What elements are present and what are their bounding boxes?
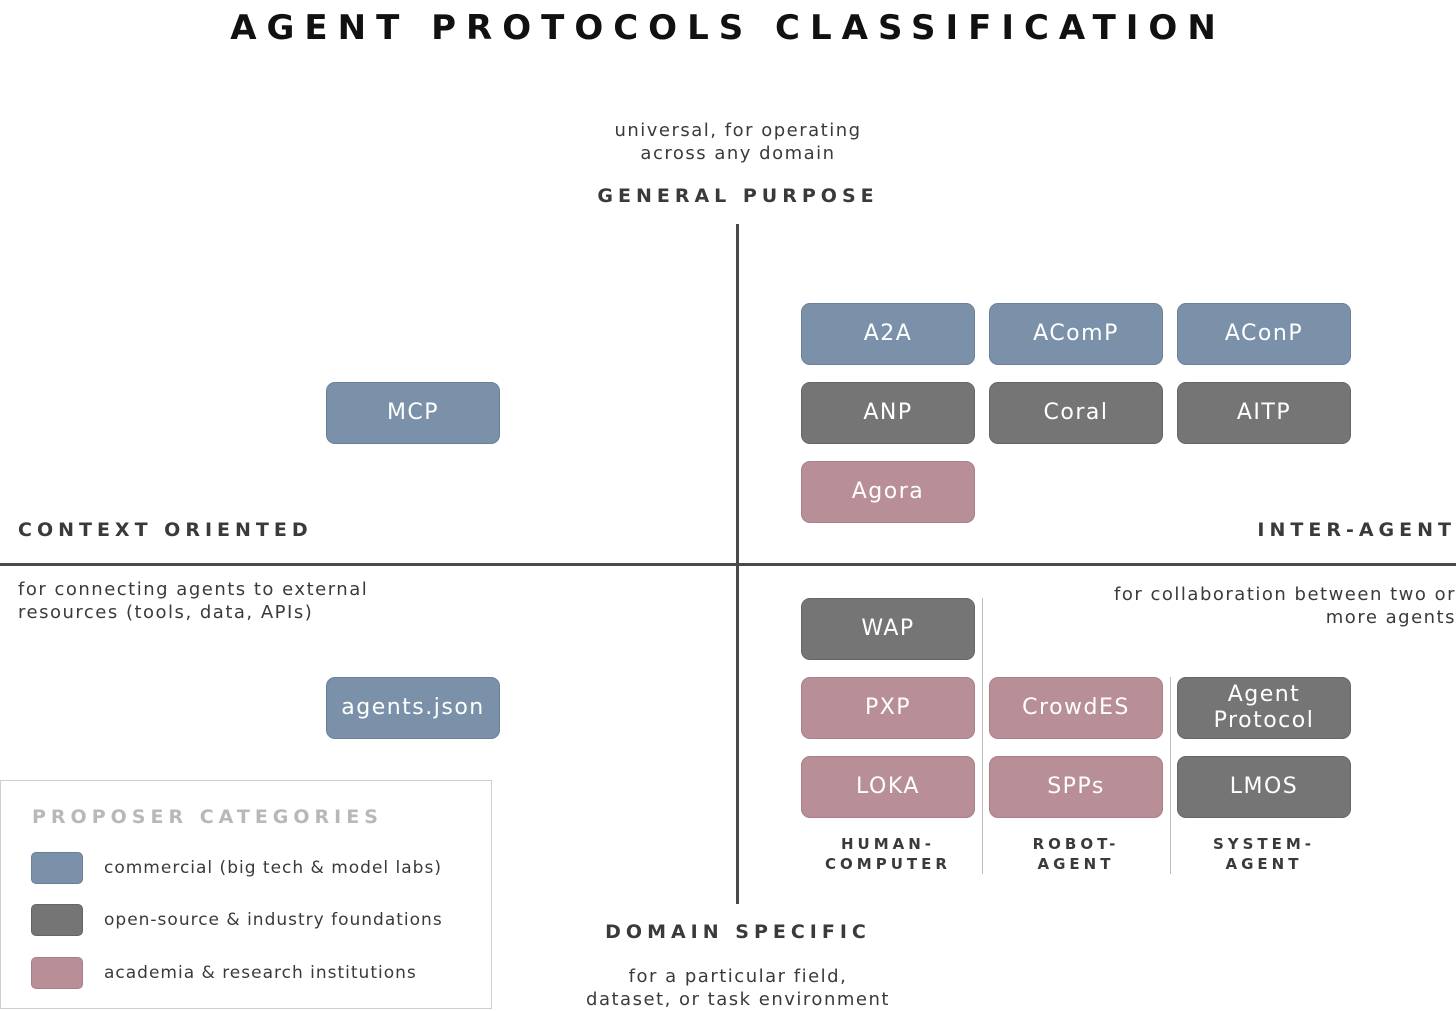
column-separator xyxy=(1170,677,1171,874)
robot-agent-line2: AGENT xyxy=(1037,855,1115,873)
domain-specific-desc-line1: for a particular field, xyxy=(628,966,848,987)
column-separator xyxy=(982,598,983,874)
system-agent-line2: AGENT xyxy=(1225,855,1303,873)
protocol-acomp: AComP xyxy=(989,303,1163,365)
inter-agent-label: INTER-AGENT xyxy=(1257,519,1456,541)
human-computer-line2: COMPUTER xyxy=(825,855,951,873)
protocol-crowdes: CrowdES xyxy=(989,677,1163,739)
domain-specific-label: DOMAIN SPECIFIC xyxy=(605,921,871,943)
context-oriented-label: CONTEXT ORIENTED xyxy=(18,519,313,541)
general-purpose-label: GENERAL PURPOSE xyxy=(597,185,879,207)
legend-swatch-commercial xyxy=(31,852,83,884)
protocol-agora: Agora xyxy=(801,461,975,523)
horizontal-axis xyxy=(0,563,1456,566)
agent-protocol-line2: Protocol xyxy=(1213,708,1315,733)
legend-title: PROPOSER CATEGORIES xyxy=(32,806,383,828)
protocol-spps: SPPs xyxy=(989,756,1163,818)
protocol-wap: WAP xyxy=(801,598,975,660)
domain-specific-description: for a particular field, dataset, or task… xyxy=(488,965,988,1011)
context-oriented-desc-line1: for connecting agents to external xyxy=(18,579,369,600)
diagram-title: AGENT PROTOCOLS CLASSIFICATION xyxy=(230,8,1226,48)
domain-specific-desc-line2: dataset, or task environment xyxy=(586,989,890,1010)
system-agent-label: SYSTEM- AGENT xyxy=(1177,834,1351,874)
agent-protocol-line1: Agent xyxy=(1227,682,1301,707)
human-computer-line1: HUMAN- xyxy=(840,835,936,853)
general-purpose-description: universal, for operating across any doma… xyxy=(538,119,938,165)
protocol-coral: Coral xyxy=(989,382,1163,444)
protocol-agents-json: agents.json xyxy=(326,677,500,739)
general-purpose-desc-line2: across any domain xyxy=(640,143,836,164)
legend-swatch-open-source xyxy=(31,904,83,936)
general-purpose-desc-line1: universal, for operating xyxy=(614,120,862,141)
protocol-a2a: A2A xyxy=(801,303,975,365)
inter-agent-desc-line1: for collaboration between two or xyxy=(1114,584,1456,605)
protocol-anp: ANP xyxy=(801,382,975,444)
protocol-aconp: AConP xyxy=(1177,303,1351,365)
legend-label-academia: academia & research institutions xyxy=(104,963,417,983)
protocol-loka: LOKA xyxy=(801,756,975,818)
inter-agent-description: for collaboration between two or more ag… xyxy=(1114,583,1456,629)
context-oriented-description: for connecting agents to external resour… xyxy=(18,578,368,624)
legend-label-commercial: commercial (big tech & model labs) xyxy=(104,858,442,878)
vertical-axis xyxy=(736,224,739,904)
robot-agent-line1: ROBOT- xyxy=(1032,835,1120,853)
protocol-mcp: MCP xyxy=(326,382,500,444)
protocol-lmos: LMOS xyxy=(1177,756,1351,818)
legend-swatch-academia xyxy=(31,957,83,989)
protocol-pxp: PXP xyxy=(801,677,975,739)
inter-agent-desc-line2: more agents xyxy=(1325,607,1456,628)
protocol-agent-protocol: Agent Protocol xyxy=(1177,677,1351,739)
protocol-aitp: AITP xyxy=(1177,382,1351,444)
robot-agent-label: ROBOT- AGENT xyxy=(989,834,1163,874)
legend-label-open-source: open-source & industry foundations xyxy=(104,910,443,930)
context-oriented-desc-line2: resources (tools, data, APIs) xyxy=(18,602,314,623)
human-computer-label: HUMAN- COMPUTER xyxy=(801,834,975,874)
system-agent-line1: SYSTEM- xyxy=(1212,835,1316,853)
